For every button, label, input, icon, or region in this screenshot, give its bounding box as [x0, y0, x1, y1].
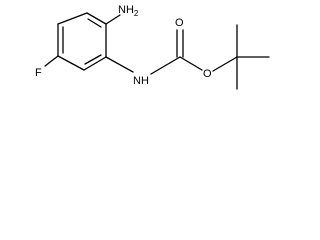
chemical-structure: NH2 F NH O O [35, 4, 270, 90]
ring-bond-c1-c2 [86, 12, 107, 25]
ring-bond-c3-c4 [83, 56, 107, 71]
bond-ether-oxygen-to-quaternary-carbon [212, 56, 238, 72]
tert-butyl-group [236, 24, 270, 90]
bond-ring-to-fluorine [44, 55, 59, 67]
amine-label-main: NH [118, 4, 134, 16]
atom-label-amine: NH2 [118, 4, 139, 18]
amine-label: NH2 [118, 4, 139, 18]
ring-double-bond-inner-1 [87, 18, 102, 28]
bond-ring-to-amine [105, 14, 121, 25]
bond-ring-to-carbamate-nitrogen [105, 56, 134, 73]
ring-double-bond-inner-2 [84, 54, 102, 65]
amine-label-subscript: 2 [134, 9, 139, 18]
ring-bond-c4-c5 [57, 55, 85, 71]
benzene-ring [57, 12, 107, 71]
atom-label-ether-oxygen: O [203, 68, 212, 80]
bond-nitrogen-to-carbonyl-carbon [150, 56, 181, 75]
bond-carbonyl-to-ether-oxygen [179, 56, 203, 71]
atom-label-carbonyl-oxygen: O [175, 17, 184, 29]
atom-label-fluorine: F [35, 67, 42, 79]
atom-label-carbamate-nitrogen: NH [133, 75, 149, 87]
ring-bond-c6-c1 [57, 12, 88, 25]
